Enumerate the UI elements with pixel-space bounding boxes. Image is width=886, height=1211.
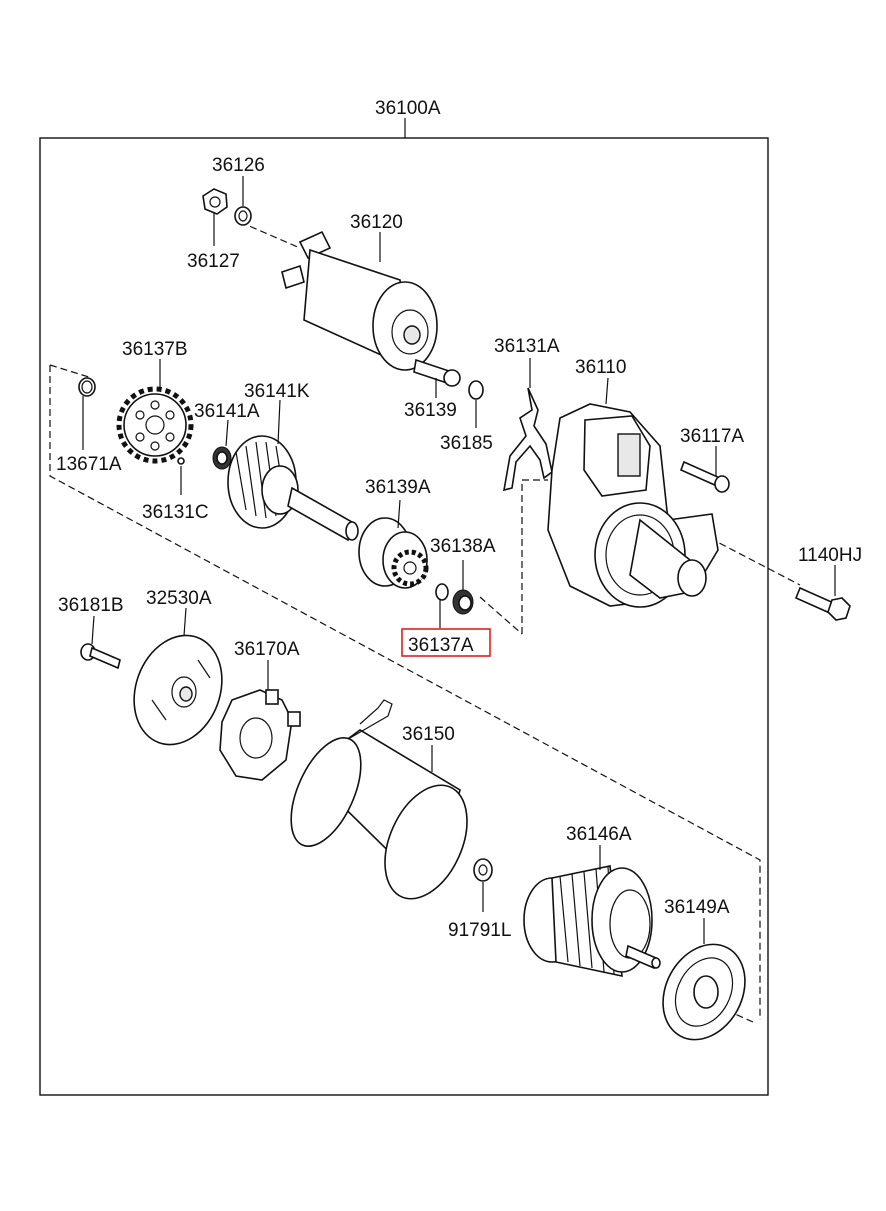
gear-36137B[interactable] [116, 386, 194, 464]
plate-32530A[interactable] [119, 623, 236, 757]
label-36110[interactable]: 36110 [575, 357, 626, 378]
collar-36138A[interactable] [452, 589, 474, 615]
ring-36185[interactable] [468, 380, 484, 400]
bolt-1140HJ[interactable] [794, 586, 851, 621]
washer-36126[interactable] [234, 206, 252, 226]
armature-36146A[interactable] [523, 865, 661, 978]
label-1140HJ[interactable]: 1140HJ [798, 545, 862, 566]
bearing-36141A[interactable] [212, 446, 232, 470]
label-36181B[interactable]: 36181B [58, 595, 124, 616]
label-36131C[interactable]: 36131C [142, 502, 209, 523]
washer-91791L[interactable] [473, 858, 493, 882]
label-36170A[interactable]: 36170A [234, 639, 300, 660]
plunger-36139[interactable] [413, 358, 461, 387]
label-36141A[interactable]: 36141A [194, 401, 260, 422]
solenoid-36120[interactable] [281, 230, 438, 371]
shaft-36141K[interactable] [227, 435, 359, 542]
label-13671A[interactable]: 13671A [56, 454, 122, 475]
label-36139[interactable]: 36139 [404, 400, 457, 421]
label-36149A[interactable]: 36149A [664, 897, 730, 918]
label-91791L[interactable]: 91791L [448, 920, 511, 941]
screw-36181B[interactable] [80, 643, 121, 670]
label-36131A[interactable]: 36131A [494, 336, 560, 357]
lever-36131A[interactable] [502, 387, 553, 492]
label-36139A[interactable]: 36139A [365, 477, 431, 498]
label-36126[interactable]: 36126 [212, 155, 265, 176]
pinion-36139A[interactable] [358, 517, 429, 589]
yoke-36150[interactable] [277, 699, 483, 911]
label-36137A[interactable]: 36137A [408, 635, 474, 656]
nut-36127[interactable] [202, 188, 228, 215]
housing-36110[interactable] [547, 403, 719, 608]
assembly-frame [39, 137, 769, 1096]
label-36138A[interactable]: 36138A [430, 536, 496, 557]
label-36150[interactable]: 36150 [402, 724, 455, 745]
label-36127[interactable]: 36127 [187, 251, 240, 272]
exploded-view-outline [49, 221, 801, 1023]
label-32530A[interactable]: 32530A [146, 588, 212, 609]
label-36100A[interactable]: 36100A [375, 98, 441, 119]
highlight-box-36137A [401, 628, 491, 657]
label-36141K[interactable]: 36141K [244, 381, 310, 402]
ring-36137A[interactable] [435, 583, 449, 601]
pin-36131C[interactable] [177, 457, 185, 465]
label-36146A[interactable]: 36146A [566, 824, 632, 845]
bolt-36117A[interactable] [679, 460, 730, 493]
label-36185[interactable]: 36185 [440, 433, 493, 454]
label-36117A[interactable]: 36117A [680, 426, 744, 447]
brush-holder-36170A[interactable] [219, 689, 301, 781]
label-36137B[interactable]: 36137B [122, 339, 188, 360]
end-cover-36149A[interactable] [647, 930, 761, 1054]
label-36120[interactable]: 36120 [350, 212, 403, 233]
snap-ring-13671A[interactable] [78, 377, 96, 397]
